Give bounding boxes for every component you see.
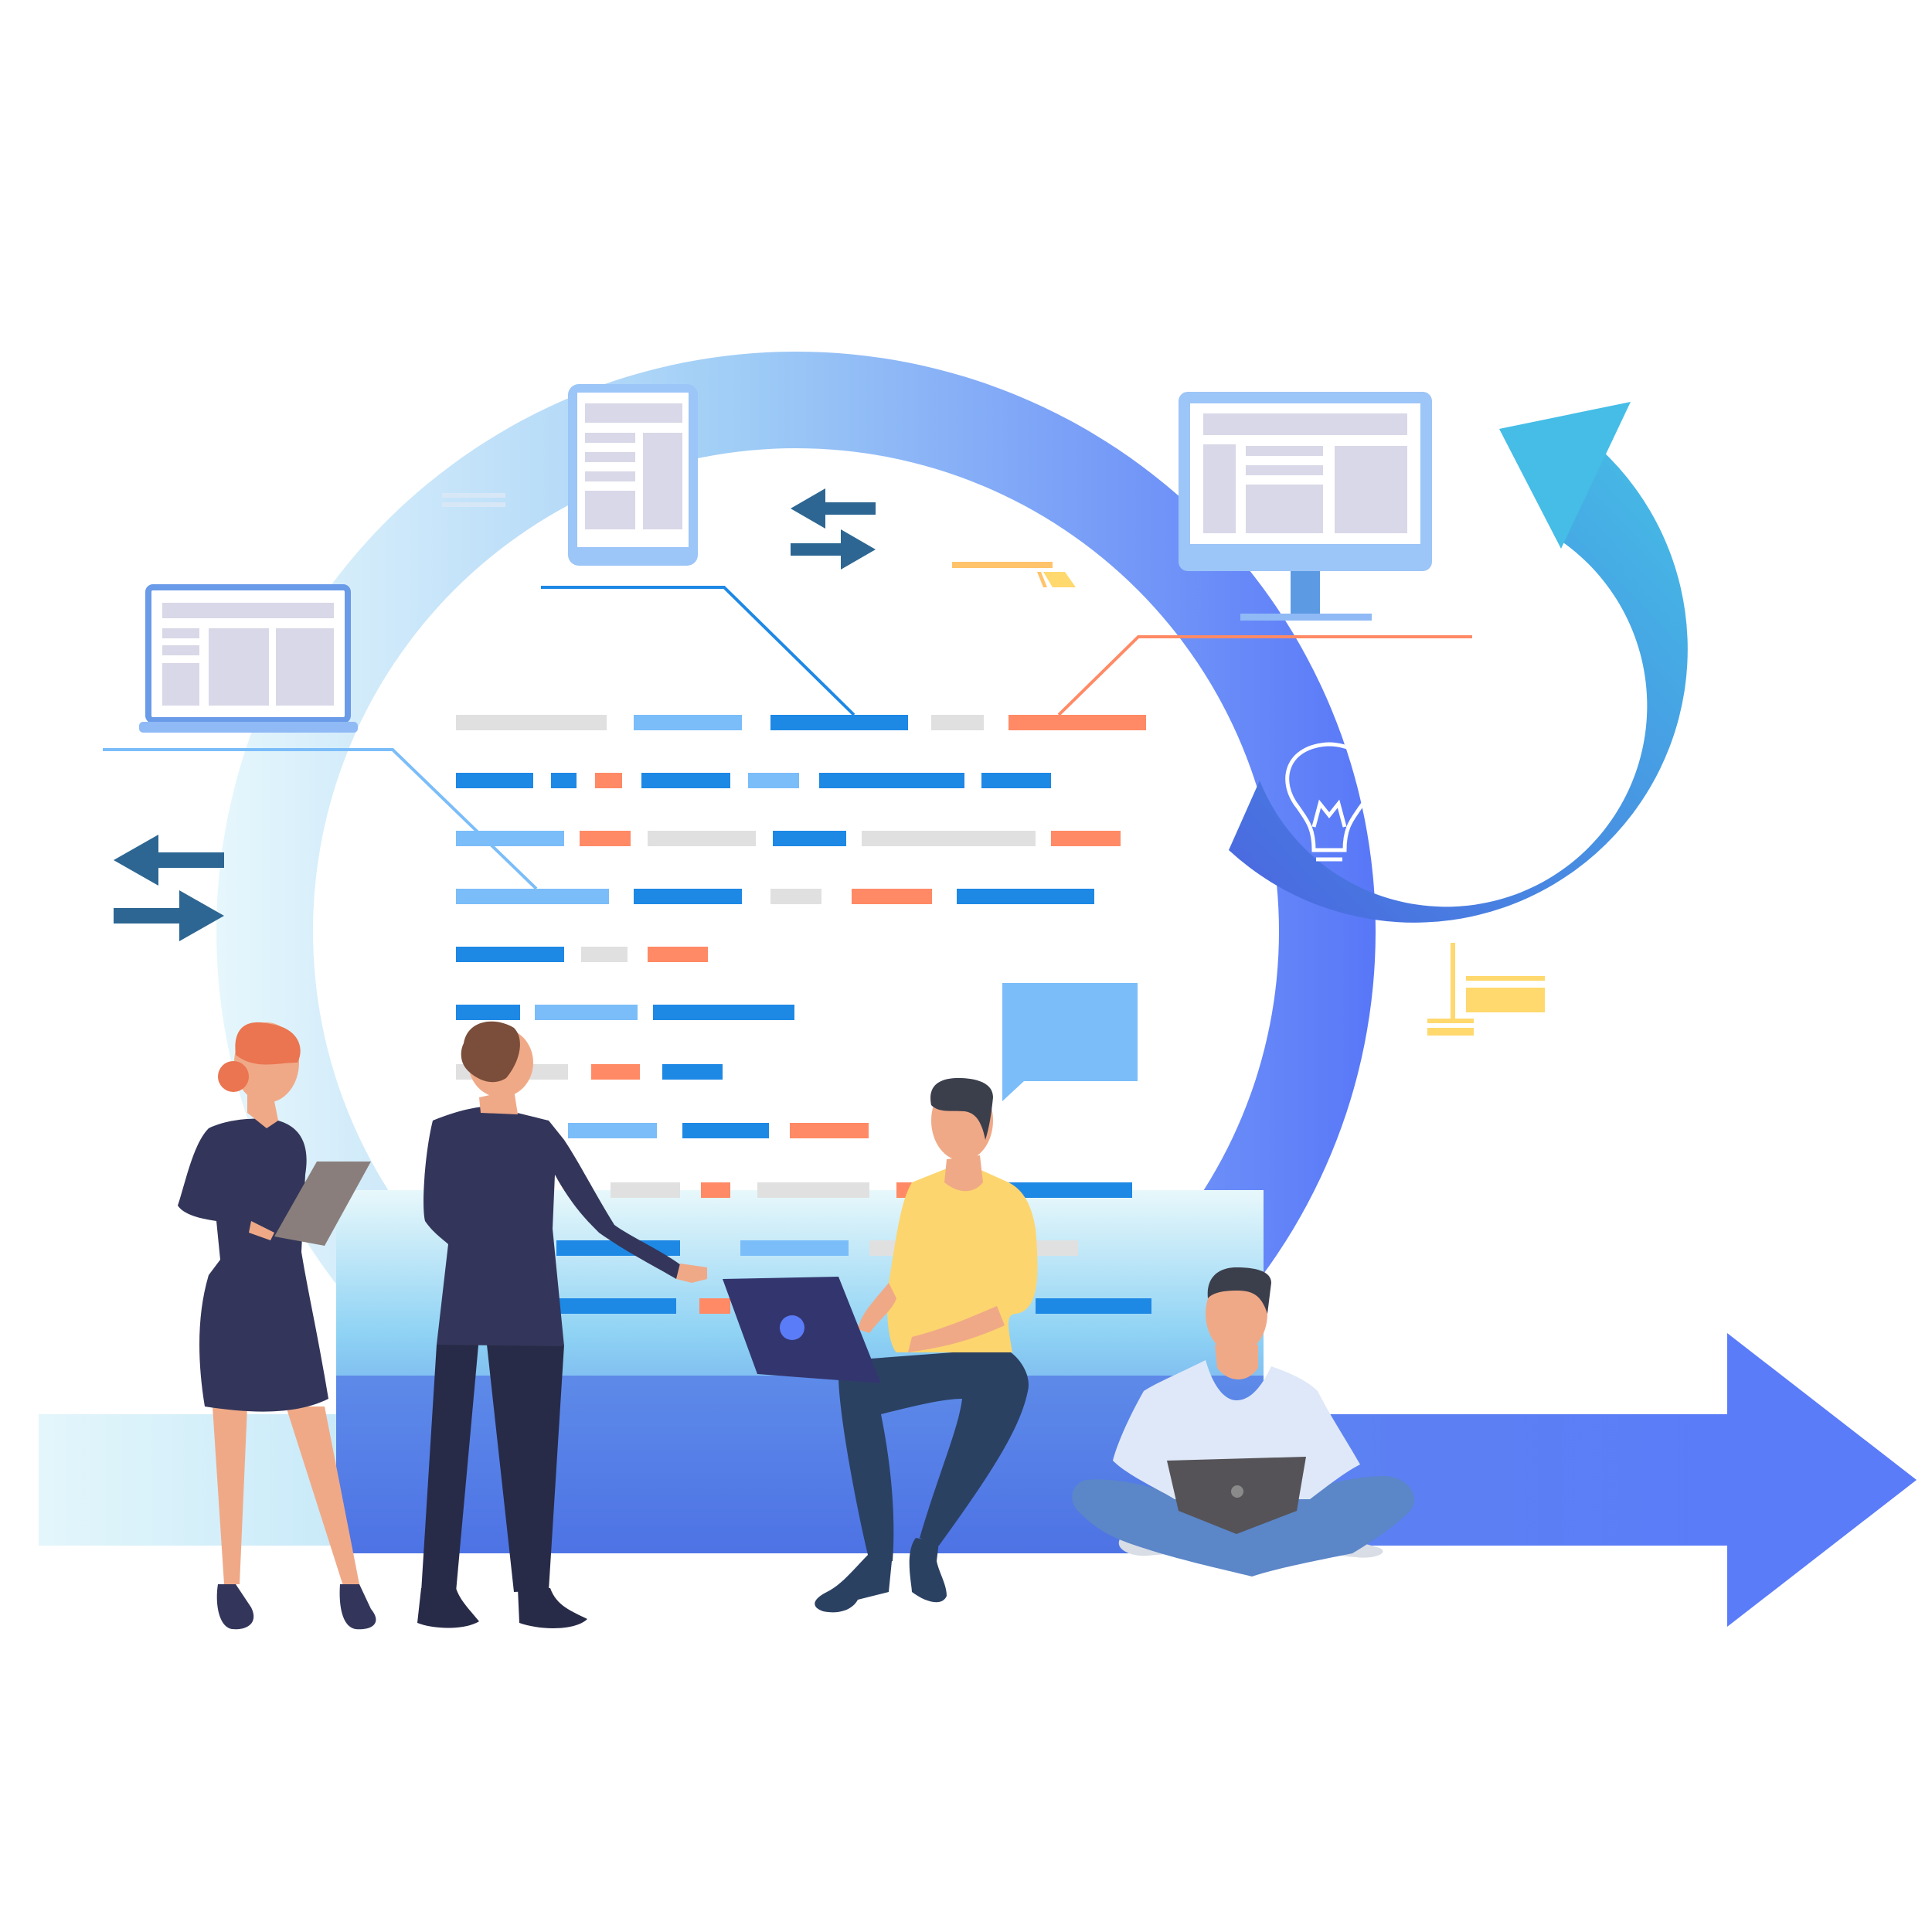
loop-arrow-icon: [1229, 402, 1688, 923]
connector-lines: [103, 586, 1472, 890]
woman-with-tablet: [178, 1022, 376, 1630]
swap-arrows-icon: [791, 488, 876, 570]
tablet-icon: [568, 384, 698, 566]
lightbulb-icon: [1285, 742, 1373, 862]
man-in-suit-pointing: [417, 1021, 707, 1628]
chat-bubble-icon: [1002, 983, 1138, 1101]
man-sitting-cross-legged: [1072, 1267, 1415, 1577]
monitor-icon: [1179, 392, 1432, 621]
decorations: [442, 493, 1545, 1036]
man-with-laptop-seated: [723, 1078, 1038, 1613]
code-lines: [456, 715, 1151, 1314]
laptop-icon: [139, 584, 358, 733]
swap-arrows-icon: [114, 835, 224, 941]
